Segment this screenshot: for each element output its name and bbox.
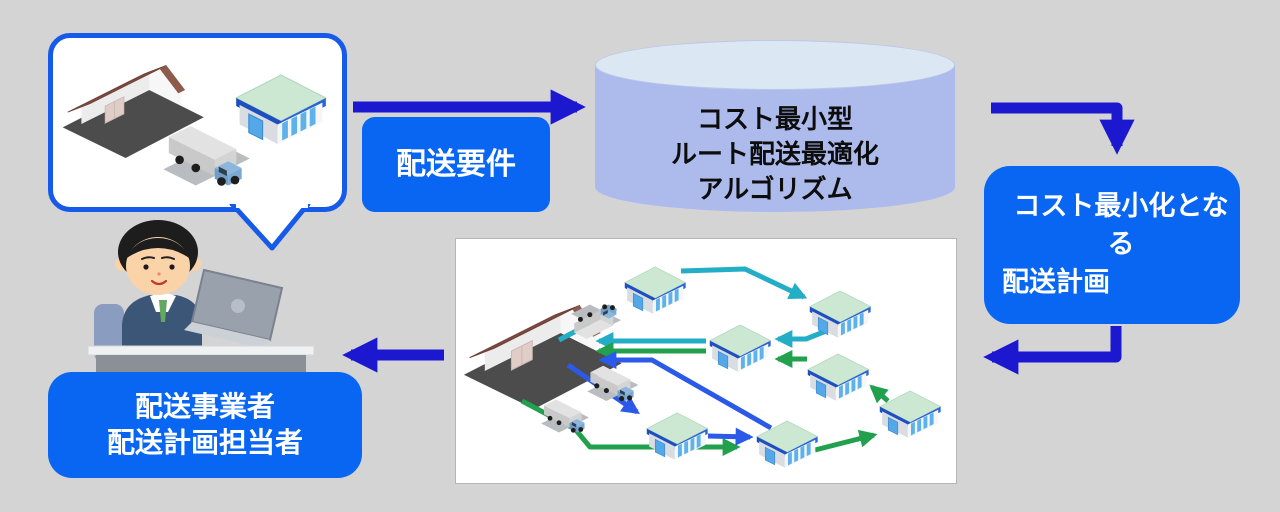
store-icon: [709, 324, 772, 373]
laptop-logo: [231, 299, 245, 313]
tie: [159, 300, 167, 322]
algorithm-cylinder: コスト最小型 ルート配送最適化 アルゴリズム: [595, 40, 955, 212]
logistics-illustration: [62, 64, 327, 186]
store-icon: [646, 412, 709, 461]
result-label-box: コスト最小化となる 配送計画: [984, 166, 1240, 324]
algorithm-label: コスト最小型 ルート配送最適化 アルゴリズム: [595, 102, 955, 207]
cylinder-bottom: [595, 162, 955, 212]
truck-icon: [587, 365, 639, 402]
operator-label-line1: 配送事業者: [134, 391, 275, 423]
speech-bubble-tail: [229, 204, 311, 251]
planner-person-illustration: [88, 220, 315, 372]
store-icon: [624, 266, 687, 315]
store-icon: [879, 390, 942, 439]
laptop-base: [184, 322, 270, 348]
requirement-label-box: 配送要件: [362, 117, 550, 212]
operator-label-box: 配送事業者 配送計画担当者: [48, 372, 362, 478]
suit: [122, 295, 202, 352]
route-network-diagram: [463, 266, 942, 469]
route-network-panel: [455, 238, 957, 484]
store-icon: [756, 420, 819, 469]
result-label-line1: コスト最小化となる: [1013, 191, 1229, 260]
store-icon: [235, 74, 327, 145]
store-icon: [809, 290, 872, 339]
desk-top: [88, 345, 315, 356]
algorithm-label-line2: ルート配送最適化: [670, 139, 879, 169]
result-label-line2: 配送計画: [1002, 266, 1110, 297]
truck-icon: [541, 399, 589, 433]
operator-label-line2: 配送計画担当者: [106, 427, 303, 458]
requirement-label: 配送要件: [396, 147, 516, 181]
desk-front: [96, 355, 306, 372]
arrow-algorithm-to-result: [991, 102, 1135, 155]
algorithm-label-line1: コスト最小型: [696, 104, 853, 134]
store-icon: [807, 353, 870, 402]
truck-icon: [163, 126, 250, 186]
arrow-result-to-network: [983, 326, 1122, 375]
algorithm-label-line3: アルゴリズム: [697, 174, 853, 204]
face: [126, 237, 190, 295]
cylinder-top: [595, 40, 955, 90]
